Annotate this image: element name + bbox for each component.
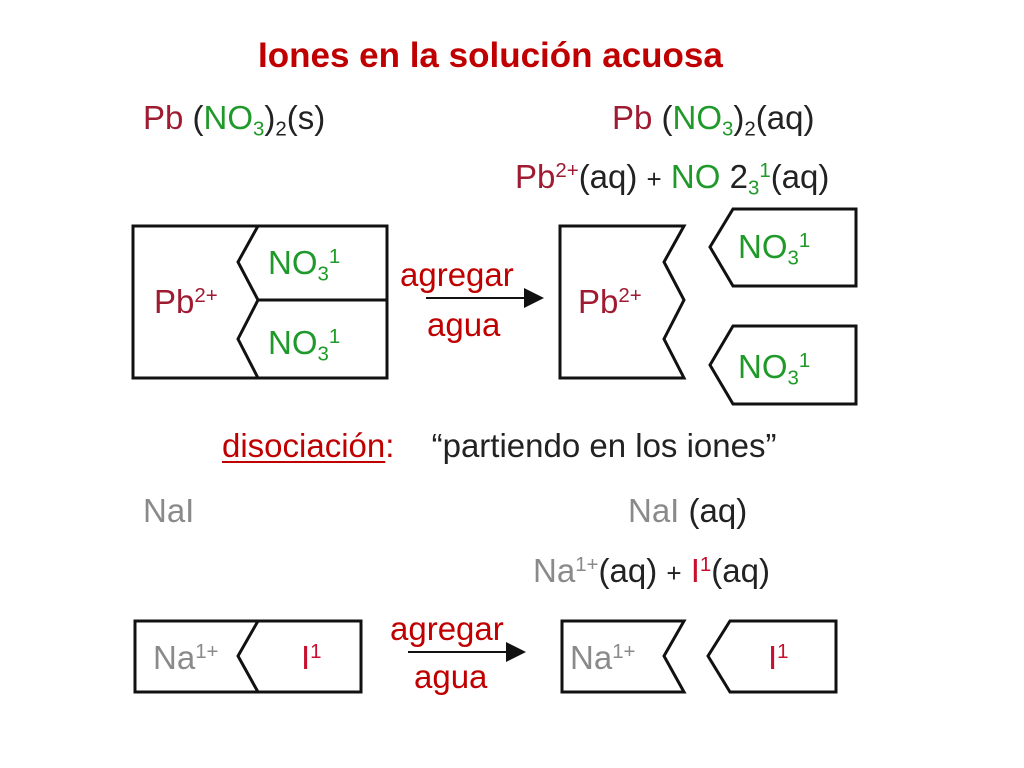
diagram-right-nitrate-bottom: NO31 [738,348,811,390]
sodium-iodide-aqueous-formula: NaI (aq) [628,492,748,529]
diagram-left-nitrate-top: NO31 [268,244,341,286]
lead-nitrate-ion-equation: Pb2+(aq) + NO 231(aq) [515,158,830,200]
iodide-ion-block [706,619,838,694]
add-water-label-1-line2: agua [427,306,501,343]
lead-nitrate-solid-formula: Pb (NO3)2(s) [143,99,326,141]
pb-nitrate-solid-notch [236,225,260,379]
page-title: Iones en la solución acuosa [258,36,723,75]
sodium-iodide-solid-formula: NaI [143,492,195,529]
sodium-iodide-ion-equation: Na1+(aq) + I1(aq) [533,552,770,589]
diagram-left-lead-ion: Pb2+ [154,283,218,320]
nitrate-ion-block-top [708,207,858,288]
lead-nitrate-aqueous-formula: Pb (NO3)2(aq) [612,99,815,141]
pb-ion-block [558,224,687,380]
dissociation-term: disociación [222,427,386,464]
diagram-left-nitrate-bottom: NO31 [268,324,341,366]
diagram-right-nitrate-top: NO31 [738,228,811,270]
dissociation-definition: disociación: “partiendo en los iones” [222,427,777,464]
pb-nitrate-solid-block [131,224,389,380]
na-ion-block [560,619,687,694]
diagram-nai-left-sodium-ion: Na1+ [153,639,219,676]
nai-solid-notch [236,620,260,693]
nitrate-ion-block-bottom [708,324,858,406]
diagram-right-lead-ion: Pb2+ [578,283,642,320]
diagram-nai-right-sodium-ion: Na1+ [570,639,636,676]
add-water-label-1-line1: agregar [400,256,514,293]
diagram-nai-right-iodide-ion: I1 [768,639,789,676]
add-water-label-2-line2: agua [414,658,488,695]
add-water-label-2-line1: agregar [390,610,504,647]
nai-solid-block [133,619,363,694]
diagram-nai-left-iodide-ion: I1 [301,639,322,676]
